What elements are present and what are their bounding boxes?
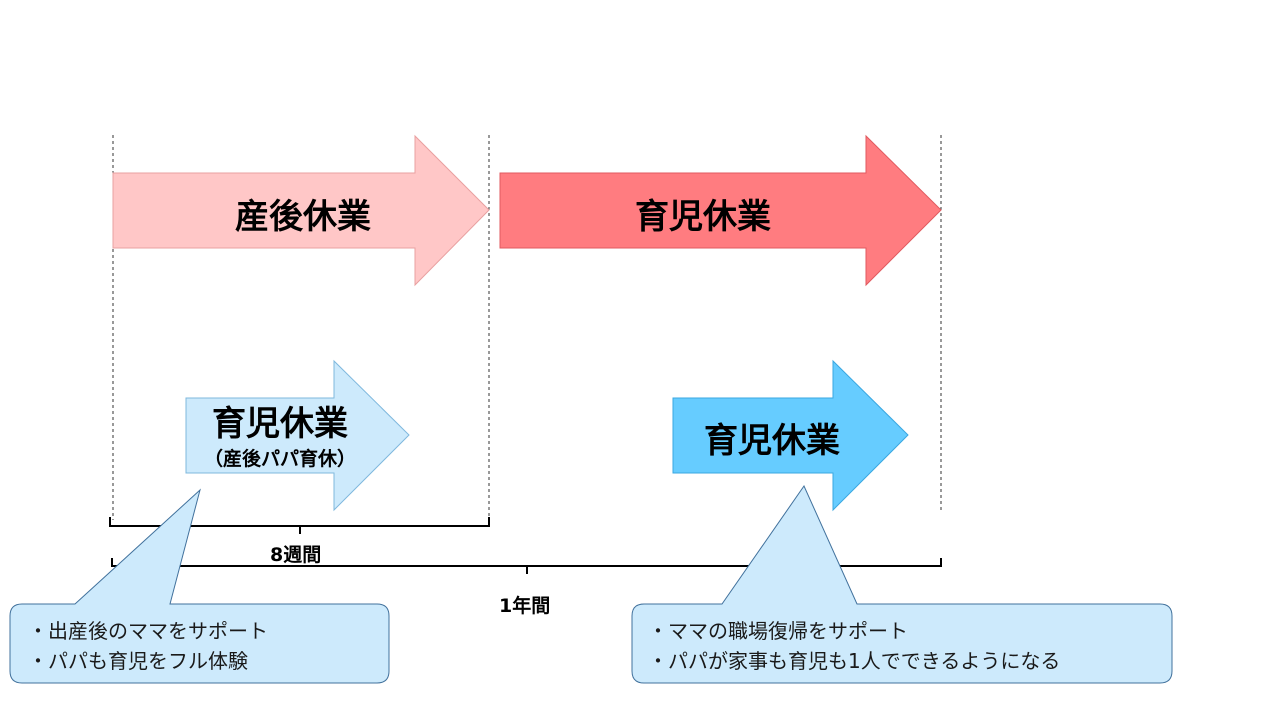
span-8weeks-label: 8週間 xyxy=(270,544,322,566)
childcare-leave-label: 育児休業 xyxy=(635,197,771,237)
papa-childcare-leave-arrow xyxy=(672,359,909,512)
span-1year-label: 1年間 xyxy=(499,595,551,617)
left-note-callout xyxy=(9,488,390,684)
papa-postnatal-leave-arrow xyxy=(185,359,410,512)
papa-postnatal-leave-sublabel: （産後パパ育休） xyxy=(203,448,356,470)
postpartum-leave-arrow xyxy=(112,134,490,287)
left-note-line-2: ・パパも育児をフル体験 xyxy=(28,649,248,673)
left-note-line-1: ・出産後のママをサポート xyxy=(28,619,268,643)
right-note-line-1: ・ママの職場復帰をサポート xyxy=(648,619,908,643)
childcare-leave-arrow xyxy=(499,134,942,287)
right-note-callout xyxy=(631,484,1173,684)
right-note-line-2: ・パパが家事も育児も1人でできるようになる xyxy=(648,649,1061,673)
papa-postnatal-leave-label: 育児休業 xyxy=(212,404,348,444)
postpartum-leave-label: 産後休業 xyxy=(235,197,371,237)
papa-childcare-leave-label: 育児休業 xyxy=(704,421,840,461)
